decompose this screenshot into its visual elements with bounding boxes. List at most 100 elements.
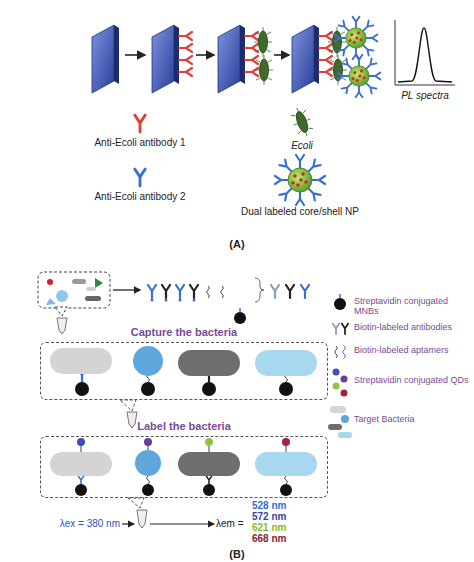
assay-steps-part (179, 32, 192, 40)
reagent-set-part (148, 285, 156, 298)
sample-mixture-part (57, 318, 67, 334)
reagent-set-part (301, 285, 309, 298)
legend-icons-b-part (328, 424, 342, 430)
labeled-bacteria-part (282, 438, 290, 446)
legend-icons-b-part (334, 298, 346, 310)
legend-icons-b-part (341, 376, 348, 383)
dashed-step-box: Capture the bacteria (40, 342, 328, 400)
legend-icons-b-part (330, 406, 346, 413)
box-heading: Label the bacteria (41, 420, 327, 432)
dashed-step-box: Label the bacteria (40, 436, 328, 498)
excitation-label: λex = 380 nm (22, 518, 120, 529)
sample-mixture-part (85, 296, 101, 301)
legend-text: Anti-Ecoli antibody 1 (94, 137, 185, 148)
reagent-set-part (176, 285, 184, 298)
reagent-set-part (162, 285, 170, 298)
labeled-bacteria-part (75, 484, 87, 496)
labeled-bacteria-part (280, 484, 292, 496)
reagent-set-part (286, 285, 294, 298)
reagent-set-part (207, 286, 210, 298)
box-heading: Capture the bacteria (41, 326, 327, 338)
captured-bacteria-part (202, 382, 216, 396)
labeled-bacteria-part (178, 452, 240, 476)
assay-steps-part (338, 55, 381, 98)
legend-icons-a-part (135, 169, 145, 186)
pl-spectrum-plot-part (398, 28, 452, 82)
reagent-set-part (151, 299, 154, 302)
sample-mixture-part (95, 278, 103, 288)
sample-mixture-part (113, 289, 140, 290)
assay-steps-part (245, 32, 258, 40)
assay-steps-part (319, 68, 332, 76)
labeled-bacteria-part (286, 446, 287, 452)
captured-bacteria-part (133, 346, 163, 376)
reagent-set-part (271, 285, 279, 298)
labeled-bacteria-part (135, 450, 161, 476)
legend-icons-a-part (288, 105, 315, 139)
labeled-bacteria-part (142, 484, 154, 496)
legend-text: Ecoli (291, 140, 313, 151)
labeled-bacteria-part (77, 438, 85, 446)
legend-entry: Target Bacteria (354, 414, 470, 424)
labeled-bacteria-part (147, 476, 150, 484)
sample-mixture-part (47, 279, 53, 285)
legend-text: Streptavidin conjugated QDs (354, 375, 469, 385)
labeled-bacteria-part (203, 484, 215, 496)
labeled-bacteria-part (50, 452, 112, 476)
sample-mixture-part (72, 279, 86, 284)
assay-steps-part (179, 44, 192, 52)
legend-icons-a-part (135, 115, 145, 132)
legend-icons-b-part (335, 346, 338, 358)
sample-mixture-part (55, 307, 67, 316)
legend-icons-b-part (333, 369, 340, 376)
captured-bacteria-part (127, 412, 137, 428)
assay-steps-part (218, 25, 245, 93)
legend-icons-b-part (341, 390, 348, 397)
legend-text: Target Bacteria (354, 414, 415, 424)
labeled-bacteria-part (148, 446, 149, 450)
legend-entry: Dual labeled core/shell NP (225, 206, 375, 218)
assay-steps-part (125, 54, 145, 56)
pl-spectrum-plot (395, 20, 455, 85)
captured-bacteria-part (255, 350, 317, 376)
optical-readout-part (137, 510, 147, 528)
assay-steps-part (335, 17, 378, 60)
reagent-set-part (221, 286, 224, 298)
captured-bacteria-part (141, 382, 155, 396)
emission-value: 668 nm (252, 533, 312, 544)
optical-readout-part (150, 523, 214, 524)
legend-icons-b-part (339, 294, 341, 298)
captured-bacteria-part (75, 382, 89, 396)
optical-readout-part (122, 523, 134, 524)
labeled-bacteria-part (255, 452, 317, 476)
captured-bacteria-part (178, 350, 240, 376)
reagent-set-part (255, 278, 264, 302)
assay-steps-part (245, 68, 258, 76)
legend-icons-b (328, 294, 352, 438)
captured-bacteria-part (279, 382, 293, 396)
labeled-bacteria-part (206, 476, 212, 485)
assay-steps-part (255, 55, 273, 85)
assay-steps (92, 17, 380, 98)
legend-icons-b-part (341, 415, 349, 423)
legend-icons-b-part (333, 324, 339, 334)
legend-text: Streptavidin conjugated MNBs (354, 296, 448, 316)
reagent-set-part (179, 299, 182, 302)
emission-value: 621 nm (252, 522, 312, 533)
reagent-set-part (190, 285, 198, 298)
reagent-set-part (234, 312, 246, 324)
captured-bacteria-part (120, 400, 136, 411)
plot-label: PL spectra (395, 90, 455, 101)
reagent-set-part (193, 299, 196, 302)
panel-label: (B) (207, 548, 267, 560)
assay-steps-part (292, 25, 319, 93)
legend-icons-b-part (342, 324, 348, 334)
legend-icons-b-part (333, 383, 340, 390)
assay-steps-part (319, 32, 332, 40)
reagent-set (148, 278, 309, 324)
emission-value: 528 nm (252, 500, 312, 511)
sample-mixture (38, 272, 140, 334)
legend-text: Dual labeled core/shell NP (241, 206, 359, 217)
assay-steps-part (254, 27, 272, 57)
